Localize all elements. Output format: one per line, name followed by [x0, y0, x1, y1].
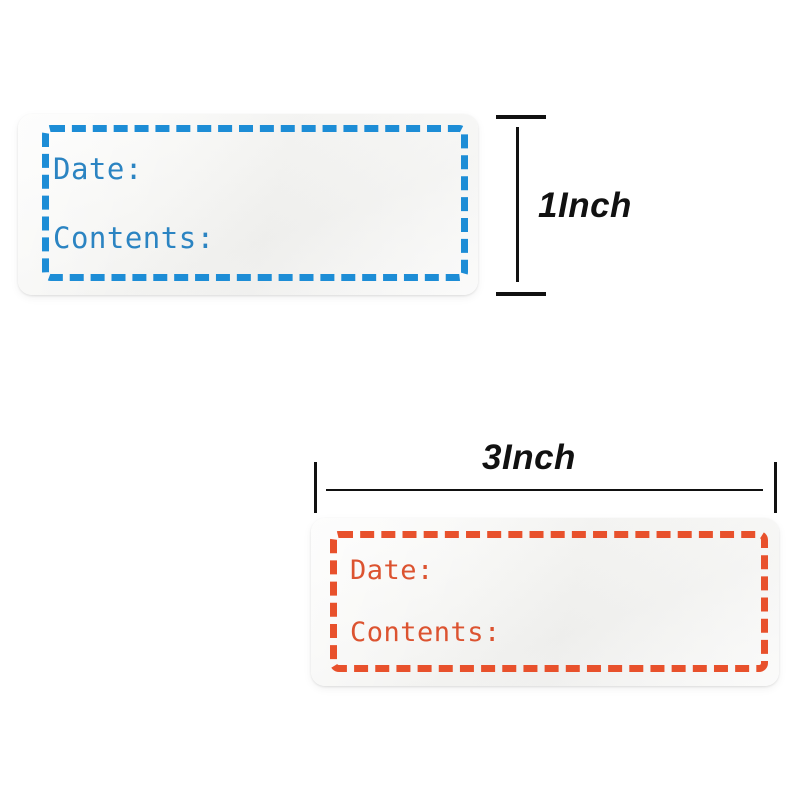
height-dimension-bottom-tick — [496, 292, 546, 296]
height-dimension-caption: 1Inch — [538, 186, 632, 225]
red-label-contents-field: Contents: — [350, 617, 501, 648]
width-dimension-right-tick — [774, 462, 777, 513]
red-label-date-field: Date: — [350, 555, 434, 586]
blue-label-sticker — [18, 114, 478, 295]
red-dashed-border — [330, 531, 768, 672]
blue-label-contents-field: Contents: — [53, 221, 215, 255]
blue-label-date-field: Date: — [53, 152, 143, 186]
height-dimension-top-tick — [496, 115, 546, 119]
red-label-sticker — [311, 518, 779, 686]
width-dimension-left-tick — [314, 462, 317, 513]
width-dimension-caption: 3Inch — [482, 438, 576, 477]
blue-dashed-border — [42, 125, 468, 281]
width-dimension-line — [326, 489, 763, 491]
height-dimension-line — [516, 127, 519, 282]
